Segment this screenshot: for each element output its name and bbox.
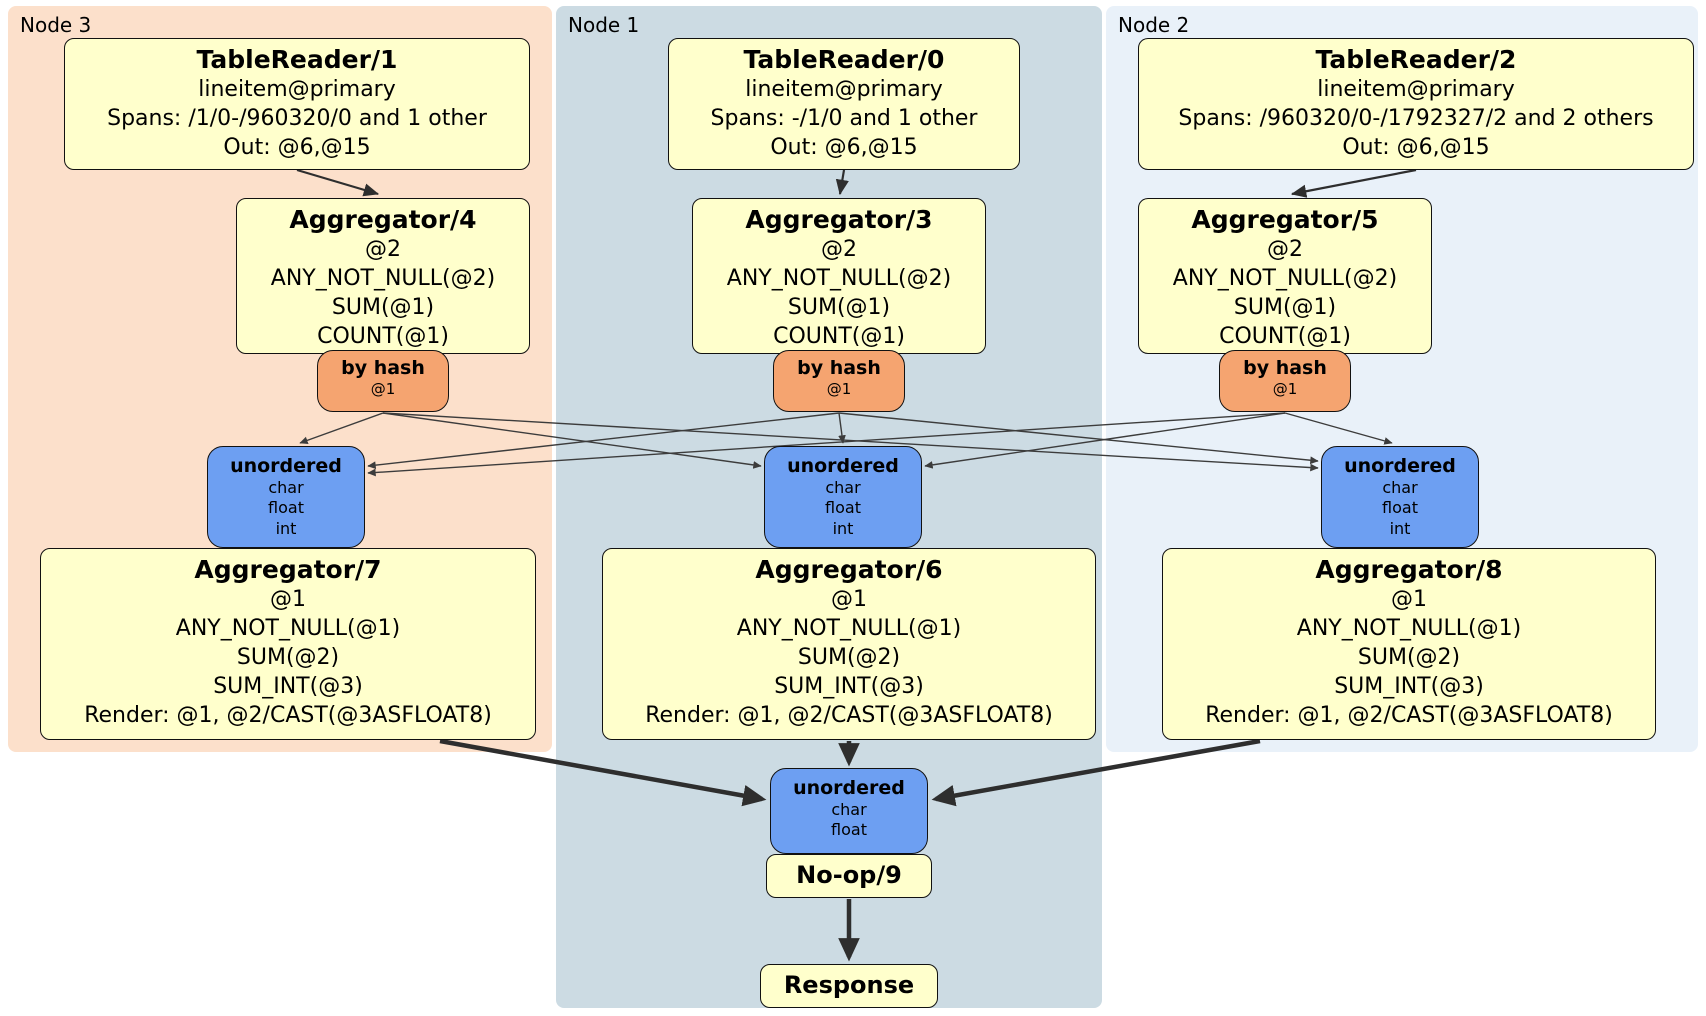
processor-title: No-op/9 bbox=[796, 861, 902, 889]
agg-expr: ANY_NOT_NULL(@1) bbox=[736, 616, 962, 642]
agg-expr: SUM(@2) bbox=[1357, 645, 1461, 671]
processor-tablereader-1: TableReader/1 lineitem@primary Spans: /1… bbox=[64, 38, 530, 170]
processor-tablereader-0: TableReader/0 lineitem@primary Spans: -/… bbox=[668, 38, 1020, 170]
processor-aggregator-3: Aggregator/3 @2 ANY_NOT_NULL(@2) SUM(@1)… bbox=[692, 198, 986, 354]
processor-title: Aggregator/6 bbox=[755, 555, 943, 584]
agg-expr: ANY_NOT_NULL(@2) bbox=[270, 266, 496, 292]
sync-column: float bbox=[825, 498, 861, 518]
processor-title: Response bbox=[783, 971, 915, 999]
processor-aggregator-4: Aggregator/4 @2 ANY_NOT_NULL(@2) SUM(@1)… bbox=[236, 198, 530, 354]
agg-expr: ANY_NOT_NULL(@2) bbox=[1172, 266, 1398, 292]
unordered-sync: unordered char float int bbox=[1321, 446, 1479, 548]
render-expr: Render: @1, @2/CAST(@3ASFLOAT8) bbox=[645, 703, 1053, 729]
group-column: @1 bbox=[1391, 587, 1427, 613]
router-key: @1 bbox=[370, 379, 396, 398]
hash-router: by hash @1 bbox=[1219, 350, 1351, 412]
sync-title: unordered bbox=[1344, 455, 1456, 477]
node-group-label: Node 1 bbox=[568, 13, 640, 37]
sync-column: char bbox=[1382, 477, 1418, 497]
processor-aggregator-7: Aggregator/7 @1 ANY_NOT_NULL(@1) SUM(@2)… bbox=[40, 548, 536, 740]
unordered-sync: unordered char float int bbox=[764, 446, 922, 548]
agg-expr: ANY_NOT_NULL(@2) bbox=[726, 266, 952, 292]
processor-aggregator-8: Aggregator/8 @1 ANY_NOT_NULL(@1) SUM(@2)… bbox=[1162, 548, 1656, 740]
router-title: by hash bbox=[797, 357, 881, 379]
agg-expr: SUM(@1) bbox=[787, 295, 891, 321]
processor-spans: Spans: -/1/0 and 1 other bbox=[710, 106, 978, 132]
render-expr: Render: @1, @2/CAST(@3ASFLOAT8) bbox=[84, 703, 492, 729]
sync-title: unordered bbox=[230, 455, 342, 477]
processor-title: Aggregator/5 bbox=[1191, 205, 1379, 234]
router-title: by hash bbox=[341, 357, 425, 379]
agg-expr: SUM(@1) bbox=[1233, 295, 1337, 321]
agg-expr: SUM_INT(@3) bbox=[213, 674, 363, 700]
sync-column: int bbox=[1389, 518, 1411, 538]
agg-expr: ANY_NOT_NULL(@1) bbox=[1296, 616, 1522, 642]
processor-index: lineitem@primary bbox=[198, 77, 396, 103]
agg-expr: SUM(@1) bbox=[331, 295, 435, 321]
processor-tablereader-2: TableReader/2 lineitem@primary Spans: /9… bbox=[1138, 38, 1694, 170]
render-expr: Render: @1, @2/CAST(@3ASFLOAT8) bbox=[1205, 703, 1613, 729]
processor-title: TableReader/0 bbox=[743, 45, 945, 74]
agg-expr: ANY_NOT_NULL(@1) bbox=[175, 616, 401, 642]
processor-title: Aggregator/8 bbox=[1315, 555, 1503, 584]
sync-title: unordered bbox=[787, 455, 899, 477]
processor-out: Out: @6,@15 bbox=[1342, 135, 1490, 161]
processor-aggregator-5: Aggregator/5 @2 ANY_NOT_NULL(@2) SUM(@1)… bbox=[1138, 198, 1432, 354]
sync-title: unordered bbox=[793, 777, 905, 799]
router-key: @1 bbox=[1272, 379, 1298, 398]
router-key: @1 bbox=[826, 379, 852, 398]
processor-aggregator-6: Aggregator/6 @1 ANY_NOT_NULL(@1) SUM(@2)… bbox=[602, 548, 1096, 740]
hash-router: by hash @1 bbox=[317, 350, 449, 412]
processor-spans: Spans: /960320/0-/1792327/2 and 2 others bbox=[1178, 106, 1654, 132]
processor-noop-9: No-op/9 bbox=[766, 854, 932, 898]
processor-title: Aggregator/3 bbox=[745, 205, 933, 234]
hash-router: by hash @1 bbox=[773, 350, 905, 412]
agg-expr: COUNT(@1) bbox=[317, 324, 449, 350]
processor-index: lineitem@primary bbox=[1317, 77, 1515, 103]
router-title: by hash bbox=[1243, 357, 1327, 379]
sync-column: int bbox=[275, 518, 297, 538]
unordered-sync: unordered char float int bbox=[207, 446, 365, 548]
processor-out: Out: @6,@15 bbox=[770, 135, 918, 161]
agg-expr: COUNT(@1) bbox=[773, 324, 905, 350]
processor-index: lineitem@primary bbox=[745, 77, 943, 103]
processor-title: TableReader/1 bbox=[196, 45, 398, 74]
sync-column: char bbox=[268, 477, 304, 497]
processor-out: Out: @6,@15 bbox=[223, 135, 371, 161]
group-column: @1 bbox=[831, 587, 867, 613]
sync-column: int bbox=[832, 518, 854, 538]
sync-column: char bbox=[831, 799, 867, 819]
agg-expr: SUM_INT(@3) bbox=[774, 674, 924, 700]
agg-expr: COUNT(@1) bbox=[1219, 324, 1351, 350]
processor-spans: Spans: /1/0-/960320/0 and 1 other bbox=[107, 106, 487, 132]
group-column: @2 bbox=[821, 237, 857, 263]
agg-expr: SUM(@2) bbox=[797, 645, 901, 671]
sync-column: float bbox=[831, 820, 867, 840]
group-column: @2 bbox=[1267, 237, 1303, 263]
processor-title: Aggregator/7 bbox=[194, 555, 382, 584]
sync-column: float bbox=[1382, 498, 1418, 518]
edges-aggregator-to-final-sync bbox=[439, 738, 1261, 807]
node-group-label: Node 3 bbox=[20, 13, 92, 37]
group-column: @2 bbox=[365, 237, 401, 263]
edges-tablereader-to-aggregator bbox=[296, 168, 1417, 198]
sync-column: float bbox=[268, 498, 304, 518]
final-unordered-sync: unordered char float bbox=[770, 768, 928, 854]
node-group-label: Node 2 bbox=[1118, 13, 1190, 37]
processor-title: Aggregator/4 bbox=[289, 205, 477, 234]
edges-router-to-sync bbox=[299, 412, 1393, 477]
agg-expr: SUM_INT(@3) bbox=[1334, 674, 1484, 700]
response-node: Response bbox=[760, 964, 938, 1008]
sync-column: char bbox=[825, 477, 861, 497]
group-column: @1 bbox=[270, 587, 306, 613]
agg-expr: SUM(@2) bbox=[236, 645, 340, 671]
processor-title: TableReader/2 bbox=[1315, 45, 1517, 74]
